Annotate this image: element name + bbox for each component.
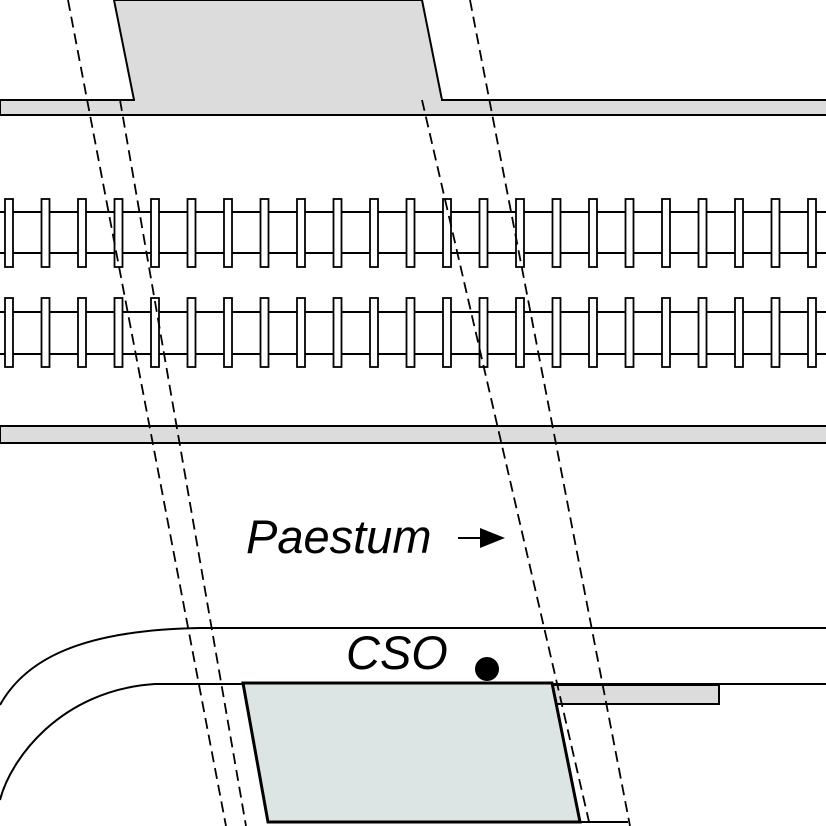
direction-label-text: Paestum (246, 510, 431, 563)
track-1-sleeper (223, 198, 233, 268)
track-1-sleeper (442, 198, 452, 268)
track-2-sleeper (186, 297, 197, 368)
station-building (241, 681, 582, 824)
middle-platform-strip (0, 425, 826, 444)
track-1-sleeper (551, 198, 562, 268)
track-1-sleeper (624, 198, 635, 268)
track-2-sleeper (405, 297, 416, 368)
left-underpass-outer-line (67, 0, 227, 826)
track-2-sleeper (442, 297, 452, 368)
right-arrow-icon (458, 528, 505, 548)
track-1-sleeper (588, 198, 598, 268)
track-1-sleeper (807, 198, 817, 268)
direction-label: Paestum (246, 510, 505, 563)
underpass-outlines (67, 0, 631, 826)
track-1-sleepers (4, 198, 817, 268)
road (0, 627, 826, 801)
top-platform-strip (0, 99, 826, 116)
track-1-sleeper (697, 198, 708, 268)
track-1-sleeper (186, 198, 197, 268)
track-2-sleeper (551, 297, 562, 368)
track-1 (0, 198, 826, 268)
top-platform (0, 0, 826, 116)
track-2-sleeper (369, 297, 379, 368)
track-2-sleeper (661, 297, 671, 368)
track-1-sleeper (515, 198, 525, 268)
track-1-sleeper (478, 198, 489, 268)
left-underpass-inner-line (119, 99, 247, 826)
track-2-sleeper (223, 297, 233, 368)
track-1-sleeper (4, 198, 14, 268)
track-1-sleeper (77, 198, 87, 268)
track-2-sleepers (4, 297, 817, 368)
track-2-sleeper (588, 297, 598, 368)
track-2-sleeper (734, 297, 744, 368)
track-1-sleeper (332, 198, 343, 268)
track-2-sleeper (624, 297, 635, 368)
track-1-sleeper (259, 198, 270, 268)
track-2-sleeper (332, 297, 343, 368)
right-underpass-outer-line (469, 0, 631, 826)
track-1-sleeper (734, 198, 744, 268)
railway-tracks (0, 198, 826, 368)
cso-label-text: CSO (346, 626, 448, 679)
road-lower-edge (0, 683, 826, 801)
track-2-sleeper (296, 297, 306, 368)
right-underpass-inner-line (421, 99, 591, 826)
track-1-sleeper (40, 198, 51, 268)
track-2-sleeper (77, 297, 87, 368)
small-platform (551, 684, 720, 705)
track-2-sleeper (697, 297, 708, 368)
track-1-sleeper (369, 198, 379, 268)
track-2-sleeper (259, 297, 270, 368)
track-1-sleeper (296, 198, 306, 268)
track-2-sleeper (770, 297, 781, 368)
track-2 (0, 297, 826, 368)
track-2-sleeper (4, 297, 14, 368)
top-platform-building (112, 0, 444, 101)
track-2-sleeper (150, 297, 160, 368)
cso-marker: CSO (346, 626, 499, 681)
track-1-sleeper (770, 198, 781, 268)
track-1-sleeper (405, 198, 416, 268)
track-1-sleeper (113, 198, 124, 268)
track-1-sleeper (150, 198, 160, 268)
track-1-sleeper (661, 198, 671, 268)
track-2-sleeper (40, 297, 51, 368)
track-2-sleeper (113, 297, 124, 368)
track-2-sleeper (807, 297, 817, 368)
track-2-sleeper (515, 297, 525, 368)
road-upper-edge (0, 627, 826, 706)
dot-icon (475, 657, 499, 681)
